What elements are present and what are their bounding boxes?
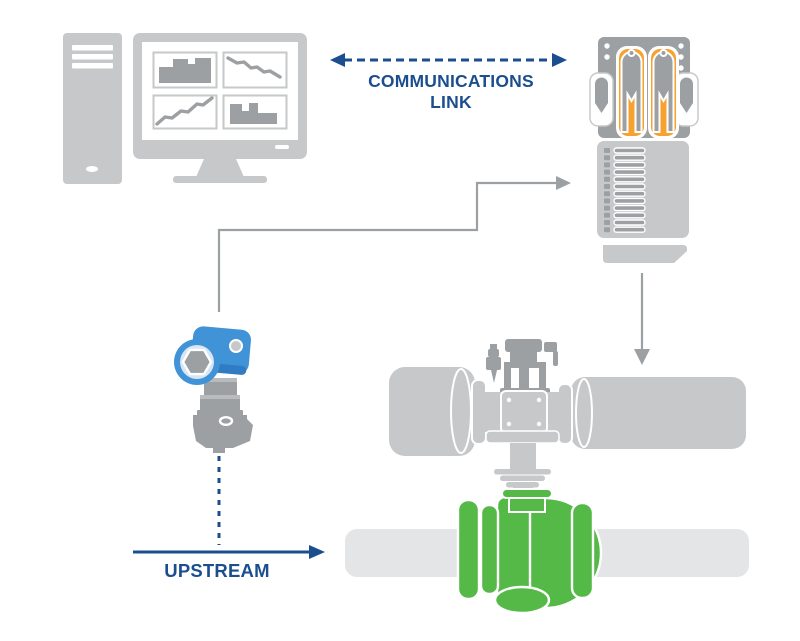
ball-valve: [456, 488, 603, 615]
terminal-rows: [604, 147, 646, 233]
side-module-right: [674, 72, 699, 127]
display-hexagon: [181, 348, 213, 376]
side-module-left: [589, 72, 614, 127]
signal-line-transmitter-to-flow-computer: [217, 176, 571, 312]
operator-workstation: [63, 33, 307, 184]
upstream-label: UPSTREAM: [164, 560, 270, 581]
communications-link-label-line1: COMMUNICATIONS: [368, 71, 534, 91]
valve-flange-left-outer: [456, 498, 481, 601]
chart-line-down-topright: [222, 51, 288, 89]
terminal-body: [597, 141, 689, 263]
actuator-accessories: [486, 339, 558, 394]
chart-bar-topleft: [152, 51, 218, 89]
upstream-flow-arrow: [133, 545, 325, 559]
valve-actuator: [389, 339, 746, 493]
valve-drain-boss: [493, 585, 551, 615]
communications-link-label: COMMUNICATIONS LINK: [330, 71, 572, 113]
valve-flange-right: [570, 501, 595, 600]
io-module-left: [616, 46, 647, 139]
device-base: [603, 245, 687, 263]
signal-line-flow-computer-to-valve: [634, 273, 650, 365]
chart-line-up-bottomleft: [152, 94, 218, 130]
flow-computer: [589, 37, 699, 263]
pressure-transmitter: [174, 326, 253, 453]
manifold-block: [193, 410, 253, 453]
pc-tower-icon: [63, 33, 122, 184]
monitor-icon: [133, 33, 307, 183]
transmitter-housing: [174, 326, 251, 385]
actuator-cylinders: [389, 367, 746, 493]
communications-link-label-line2: LINK: [430, 92, 472, 112]
valve-flange-left-inner: [479, 503, 500, 596]
chart-bar-bottomright: [222, 94, 288, 130]
communications-link-arrow: [330, 53, 567, 67]
io-module-right: [648, 46, 679, 139]
